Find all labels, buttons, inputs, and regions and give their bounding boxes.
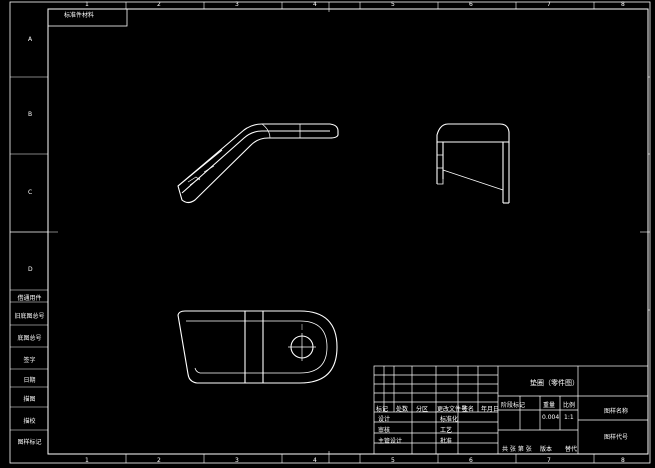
sign-label: 签名 [462,406,475,413]
zone-number-3: 3 [235,1,239,8]
zone-number-bottom-6: 6 [469,457,473,464]
zone-number-bottom-1: 1 [85,457,89,464]
zone-number-7: 7 [547,1,551,8]
chief-label: 主管设计 [378,438,403,445]
zone-letter-c: C [28,189,33,196]
zone-number-8: 8 [621,1,625,8]
zone-number-bottom-8: 8 [621,457,625,464]
top-view [177,310,338,384]
zone-number-2: 2 [157,1,161,8]
version-label: 版本 [540,446,553,453]
side-cell-4: 签字 [23,357,36,364]
zone-letter-b: B [28,111,33,118]
title-block [373,365,649,455]
replace-label: 替代 [565,446,578,453]
sheet-label: 共 张 第 张 [502,446,532,453]
side-table [10,289,48,431]
outer-frame [9,1,651,464]
side-cell-5: 日期 [23,377,36,384]
inner-frame [47,8,649,455]
drawing-number: 图样代号 [604,434,629,441]
standard-label: 标准化 [440,416,459,423]
mark-label: 标记 [376,406,389,413]
zone-number-bottom-4: 4 [313,457,317,464]
header-box-label: 标准件材料 [64,12,95,19]
zone-letter-d: D [28,266,33,273]
side-cell-8: 图样标记 [17,439,42,446]
front-view [177,123,339,204]
part-name: 垫圈（零件图） [530,379,579,387]
zone-number-bottom-3: 3 [235,457,239,464]
approve-label: 批准 [440,438,453,445]
scale-value: 1:1 [564,414,574,421]
count-label: 处数 [396,406,409,413]
side-cell-6: 描图 [23,396,36,403]
zone-label: 分区 [416,406,429,413]
doc-label: 更改文件号 [437,406,468,413]
zone-ticks [10,2,650,463]
zone-number-6: 6 [469,1,473,8]
side-cell-3: 底图总号 [17,335,42,342]
side-cell-2: 旧底图总号 [14,313,45,320]
date-label: 年月日 [481,406,500,413]
weight-label: 重量 [543,402,556,409]
zone-letter-a: A [28,36,33,43]
check-label: 审核 [378,427,391,434]
company-name: 图样名称 [604,408,629,415]
zone-number-bottom-5: 5 [391,457,395,464]
side-cell-1: 借通用件 [17,295,42,302]
design-label: 设计 [378,416,391,423]
zone-number-bottom-2: 2 [157,457,161,464]
side-view [436,123,510,204]
zone-number-1: 1 [85,1,89,8]
zone-number-4: 4 [313,1,317,8]
scale-label: 比例 [563,402,576,409]
marks-label: 阶段标记 [501,402,526,409]
process-label: 工艺 [440,427,453,434]
weight-value: 0.004 [542,414,560,421]
zone-number-bottom-7: 7 [547,457,551,464]
header-label-box [47,8,128,27]
zone-number-5: 5 [391,1,395,8]
side-cell-7: 描校 [23,418,36,425]
